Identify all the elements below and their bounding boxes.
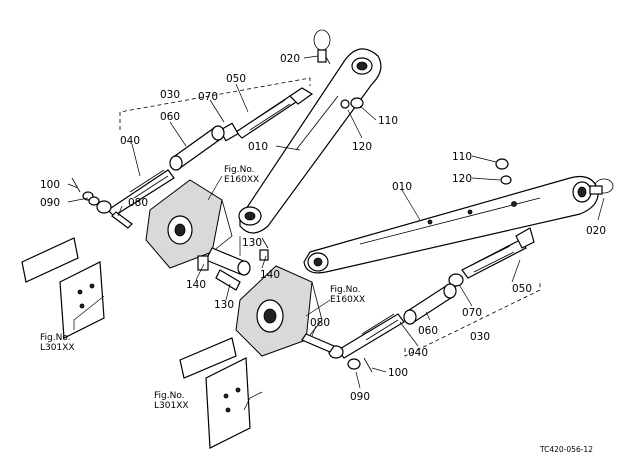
- fig-ref-bottom-line1: Fig.No.: [154, 391, 185, 401]
- turnbuckle-assembly-upper: [71, 87, 314, 229]
- label-020-right: 020: [586, 225, 606, 237]
- frame-bracket-upper: [145, 179, 233, 269]
- lower-link-right: [303, 175, 599, 274]
- frame-member-left: [21, 237, 105, 339]
- label-120-right: 120: [452, 173, 472, 185]
- fig-ref-bottom-line2: L301XX: [154, 401, 189, 411]
- label-020-top: 020: [280, 53, 300, 65]
- label-100-left: 100: [40, 179, 60, 191]
- label-110-top: 110: [378, 115, 398, 127]
- label-030-top: 030: [160, 89, 180, 101]
- label-110-right: 110: [452, 151, 472, 163]
- fig-ref-top-line2: E160XX: [224, 175, 259, 185]
- fig-ref-mid-line1: Fig.No.: [330, 285, 361, 295]
- label-130-lower: 130: [214, 299, 234, 311]
- figure-reference-pointers: [73, 175, 331, 411]
- drawing-code: TC420-056-12: [539, 445, 593, 454]
- label-010-top: 010: [248, 141, 268, 153]
- label-080-right: 080: [310, 317, 330, 329]
- fig-ref-top-line1: Fig.No.: [224, 165, 255, 175]
- assembly-bracket-030-right: [404, 280, 541, 357]
- label-120-top: 120: [352, 141, 372, 153]
- label-140-left: 140: [186, 279, 206, 291]
- fig-ref-left-line1: Fig.No.: [40, 333, 71, 343]
- label-090-left: 090: [40, 197, 60, 209]
- nut-washer-right: [495, 158, 512, 185]
- assembly-bracket-030-left: [119, 77, 311, 130]
- turnbuckle-assembly-lower: [301, 227, 535, 373]
- label-070-top: 070: [198, 91, 218, 103]
- lower-link-left: [238, 48, 382, 234]
- fig-ref-left-line2: L301XX: [40, 343, 75, 353]
- label-010-right: 010: [392, 181, 412, 193]
- fig-ref-mid-line2: E160XX: [330, 295, 365, 305]
- pins-130-140: [197, 237, 269, 291]
- label-080-left: 080: [128, 197, 148, 209]
- nut-washer-upper: [340, 97, 364, 109]
- label-030-right: 030: [470, 331, 490, 343]
- lift-pin-020-right: [589, 178, 614, 195]
- label-090-right: 090: [350, 391, 370, 403]
- label-040-right: 040: [408, 347, 428, 359]
- label-050-right: 050: [512, 283, 532, 295]
- frame-member-bottom: [179, 337, 251, 449]
- label-100-right: 100: [388, 367, 408, 379]
- label-130-upper: 130: [242, 237, 262, 249]
- lift-pin-020-top: [313, 29, 331, 65]
- label-070-right: 070: [462, 307, 482, 319]
- label-060-top: 060: [160, 111, 180, 123]
- label-050-top: 050: [226, 73, 246, 85]
- label-140-right: 140: [260, 269, 280, 281]
- leader-lines: [67, 55, 605, 389]
- label-060-right: 060: [418, 325, 438, 337]
- frame-bracket-lower: [235, 265, 323, 357]
- label-040-top: 040: [120, 135, 140, 147]
